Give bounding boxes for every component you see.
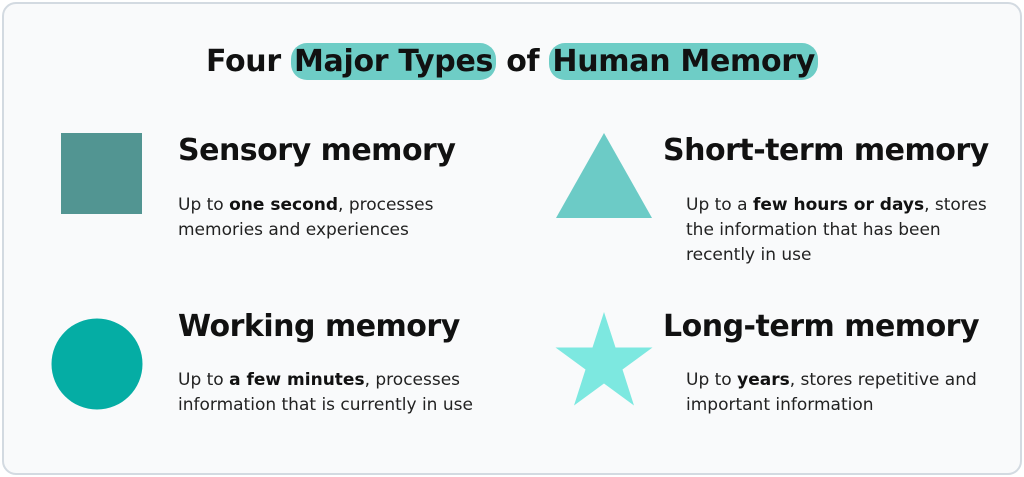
- short-term-memory-heading: Short-term memory: [663, 133, 989, 168]
- title-highlight-human-memory: Human Memory: [549, 43, 819, 80]
- title-text-1: Four: [205, 44, 291, 79]
- sensory-memory-heading: Sensory memory: [178, 133, 456, 168]
- working-memory-description: Up to a few minutes, processes informati…: [178, 368, 498, 418]
- star-icon: [555, 312, 653, 406]
- square-icon: [61, 133, 142, 214]
- desc-bold: a few minutes: [229, 370, 365, 390]
- desc-text: Up to a: [686, 195, 753, 215]
- desc-text: , stores the information that has been r…: [686, 195, 987, 265]
- desc-text: Up to: [178, 195, 230, 215]
- long-term-memory-description: Up to years, stores repetitive and impor…: [686, 368, 1006, 418]
- desc-text: , processes information that is currentl…: [178, 370, 473, 415]
- desc-text: Up to: [686, 370, 738, 390]
- desc-text: Up to: [178, 370, 230, 390]
- short-term-memory-description: Up to a few hours or days, stores the in…: [686, 193, 1006, 268]
- long-term-memory-heading: Long-term memory: [663, 309, 980, 344]
- title-highlight-major-types: Major Types: [290, 43, 497, 80]
- triangle-icon: [556, 133, 652, 218]
- desc-bold: one second: [229, 195, 339, 215]
- page-title: Four Major Types of Human Memory: [0, 43, 1024, 80]
- circle-icon: [51, 318, 143, 410]
- desc-bold: few hours or days: [752, 195, 925, 215]
- desc-bold: years: [737, 370, 790, 390]
- title-text-2: of: [496, 44, 550, 79]
- sensory-memory-description: Up to one second, processes memories and…: [178, 193, 498, 243]
- desc-text: , stores repetitive and important inform…: [686, 370, 977, 415]
- working-memory-heading: Working memory: [178, 309, 460, 344]
- desc-text: , processes memories and experiences: [178, 195, 434, 240]
